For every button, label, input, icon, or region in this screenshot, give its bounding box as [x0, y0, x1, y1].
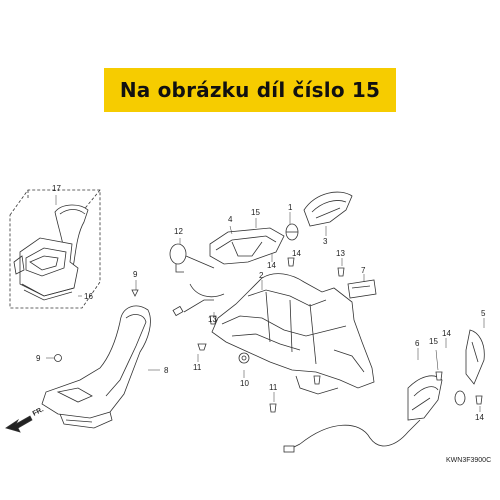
- inset-group: [9, 189, 101, 309]
- direction-label: FR.: [32, 406, 45, 418]
- part-8-fender: [41, 305, 151, 429]
- callout-11: 11: [269, 383, 278, 392]
- callout-13: 13: [336, 249, 345, 258]
- callout-14: 14: [475, 413, 484, 422]
- title-banner: Na obrázku díl číslo 15: [104, 68, 396, 112]
- callout-13: 13: [208, 315, 217, 324]
- callout-11: 11: [193, 363, 202, 372]
- front-direction-arrow: FR.: [5, 406, 45, 433]
- callout-14: 14: [267, 261, 276, 270]
- leader-lines: [46, 195, 485, 412]
- callout-2: 2: [259, 271, 264, 280]
- callout-14: 14: [442, 329, 451, 338]
- callout-17: 17: [52, 184, 61, 193]
- bulb-right: [454, 390, 466, 406]
- part-4-housing: [209, 227, 285, 265]
- part-5-lens: [465, 329, 485, 385]
- callout-7: 7: [361, 266, 366, 275]
- callout-10: 10: [240, 379, 249, 388]
- callout-5: 5: [481, 309, 486, 318]
- callout-1: 1: [288, 203, 293, 212]
- part-7-plate: [347, 279, 377, 299]
- part-3-lens: [303, 191, 353, 227]
- part-6-turn-signal: [407, 375, 443, 421]
- fasteners: [54, 257, 483, 413]
- callout-4: 4: [228, 215, 233, 224]
- title-text: Na obrázku díl číslo 15: [119, 78, 381, 102]
- callout-3: 3: [323, 237, 328, 246]
- callout-15: 15: [429, 337, 438, 346]
- callout-9: 9: [36, 354, 41, 363]
- callout-labels: 17 16 9 9 8 12 4 15 1 3 14 14 13 2 7 13 …: [36, 184, 491, 464]
- callout-9: 9: [133, 270, 138, 279]
- diagram-code: KWN3F3900C: [446, 457, 491, 464]
- callout-14: 14: [292, 249, 301, 258]
- callout-8: 8: [164, 366, 169, 375]
- callout-15: 15: [251, 208, 260, 217]
- callout-16: 16: [84, 292, 93, 301]
- part-12-clamp: [169, 243, 225, 317]
- callout-12: 12: [174, 227, 183, 236]
- wire-harness: [283, 419, 421, 453]
- part-1-bulb: [285, 223, 299, 241]
- part-2-rear-fender: [211, 273, 375, 395]
- callout-6: 6: [415, 339, 420, 348]
